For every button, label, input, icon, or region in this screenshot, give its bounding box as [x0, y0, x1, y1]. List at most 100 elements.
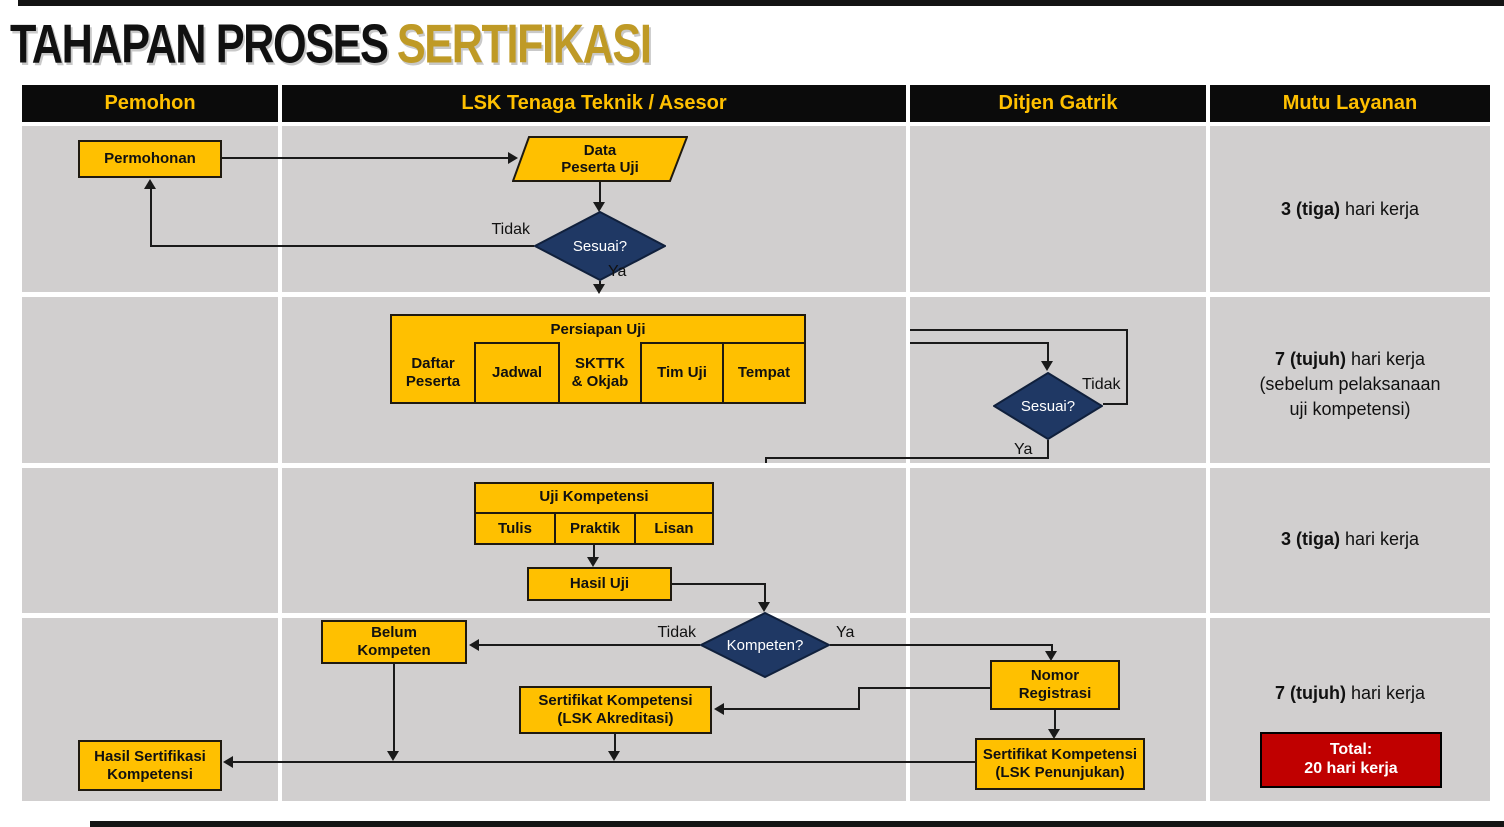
connector-ya3-right [830, 644, 1052, 646]
connector-into-sesuai2-down [1047, 342, 1049, 362]
label-ya-2: Ya [1014, 441, 1033, 458]
connector-ya3-down [1051, 644, 1053, 653]
arrowhead-into-sesuai1 [593, 202, 605, 212]
mutu-row2-text: 7 (tujuh) hari kerja (sebelum pelaksanaa… [1215, 347, 1485, 422]
node-decision-sesuai-2: Sesuai? [993, 372, 1103, 440]
title-black: TAHAPAN PROSES [10, 13, 389, 75]
node-persiapan-uji-title: Persiapan Uji [550, 321, 646, 339]
node-total-hari-kerja: Total: 20 hari kerja [1260, 732, 1442, 788]
node-lisan: Lisan [634, 512, 714, 545]
arrowhead-into-kompeten [758, 602, 770, 612]
connector-uji-to-hasil [593, 545, 595, 558]
mutu-row4-bold: 7 (tujuh) [1274, 683, 1346, 703]
mutu-row3-text: 3 (tiga) hari kerja [1215, 527, 1485, 552]
arrowhead-akreditasi-merge [608, 751, 620, 761]
connector-tidak1-return [150, 245, 534, 247]
mutu-row1-text: 3 (tiga) hari kerja [1215, 197, 1485, 222]
header-ditjen-gatrik: Ditjen Gatrik [910, 85, 1206, 122]
lane-row2-pemohon [22, 297, 278, 463]
node-decision-kompeten: Kompeten? [700, 612, 830, 678]
connector-into-sesuai2 [910, 342, 1049, 344]
label-tidak-3: Tidak [657, 624, 696, 641]
header-lsk: LSK Tenaga Teknik / Asesor [282, 85, 906, 122]
connector-belum-kompeten-down [393, 664, 395, 752]
lane-row3-pemohon [22, 468, 278, 613]
mutu-row3-rest: hari kerja [1339, 529, 1420, 549]
lane-row3-ditjen [910, 468, 1206, 613]
label-ya-3: Ya [836, 624, 855, 641]
arrowhead-belum-kompeten-merge [387, 751, 399, 761]
connector-registrasi-to-penunjukan [1054, 710, 1056, 730]
connector-akreditasi-down [614, 734, 616, 752]
diamond-shape [993, 372, 1103, 440]
label-tidak-1: Tidak [491, 221, 530, 238]
bottom-border-bar [90, 821, 1504, 827]
connector-tidak2-side [1126, 329, 1128, 405]
mutu-row2-line3: uji kompetensi) [1289, 399, 1411, 419]
arrowhead-into-hasil-sertifikasi [223, 756, 233, 768]
connector-tidak2-stub [1103, 403, 1128, 405]
connector-tidak1-up [150, 188, 152, 247]
connector-hasil-right [672, 583, 766, 585]
diamond-shape [534, 211, 666, 281]
node-decision-sesuai-1: Sesuai? [534, 211, 666, 281]
header-mutu-layanan: Mutu Layanan [1210, 85, 1490, 122]
mutu-row4-rest: hari kerja [1345, 683, 1425, 703]
mutu-row2-rest: hari kerja [1345, 349, 1425, 369]
node-tempat: Tempat [722, 342, 806, 404]
mutu-row1-rest: hari kerja [1339, 199, 1420, 219]
connector-ya2-down [1047, 440, 1049, 459]
mutu-row4-text: 7 (tujuh) hari kerja [1215, 681, 1485, 706]
arrowhead-into-nomor-registrasi [1045, 651, 1057, 661]
node-tim-uji: Tim Uji [640, 342, 724, 404]
node-daftar-peserta: Daftar Peserta [405, 355, 461, 390]
node-uji-kompetensi-title: Uji Kompetensi [539, 488, 649, 506]
connector-registrasi-left [858, 687, 990, 689]
title-gold: SERTIFIKASI [396, 13, 652, 75]
lane-row3-mutu [1210, 468, 1490, 613]
connector-ya2-left [765, 457, 1049, 459]
node-praktik: Praktik [554, 512, 636, 545]
node-decision-sesuai-1-label: Sesuai? [572, 237, 628, 255]
mutu-row1-bold: 3 (tiga) [1280, 199, 1340, 219]
node-nomor-registrasi: Nomor Registrasi [990, 660, 1120, 710]
node-decision-sesuai-2-label: Sesuai? [1020, 397, 1076, 415]
connector-tidak2-top [910, 329, 1128, 331]
node-jadwal: Jadwal [474, 342, 560, 404]
label-ya-1: Ya [608, 263, 627, 280]
arrowhead-into-permohonan [144, 179, 156, 189]
lane-row2-mutu [1210, 297, 1490, 463]
connector-ya1-down [599, 281, 601, 285]
connector-hasil-down [764, 583, 766, 603]
node-data-peserta-uji-label: Data Peserta Uji [561, 142, 639, 176]
arrowhead-into-belum-kompeten [469, 639, 479, 651]
lane-row1-ditjen [910, 126, 1206, 292]
node-hasil-uji: Hasil Uji [527, 567, 672, 601]
connector-tidak3-left [478, 644, 700, 646]
mutu-row2-line1: 7 (tujuh) hari kerja [1215, 347, 1485, 372]
arrowhead-into-akreditasi [714, 703, 724, 715]
node-sertifikat-akreditasi: Sertifikat Kompetensi (LSK Akreditasi) [519, 686, 712, 734]
connector-registrasi-step [858, 687, 860, 710]
header-pemohon: Pemohon [22, 85, 278, 122]
lane-row1-mutu [1210, 126, 1490, 292]
mutu-row3-bold: 3 (tiga) [1280, 529, 1340, 549]
node-belum-kompeten: Belum Kompeten [321, 620, 467, 664]
node-skttk-okjab: SKTTK & Okjab [571, 355, 629, 390]
diamond-shape [700, 612, 830, 678]
node-data-peserta-uji: Data Peserta Uji [512, 136, 688, 182]
arrowhead-ya1 [593, 284, 605, 294]
arrowhead-into-data-peserta [508, 152, 518, 164]
node-permohonan: Permohonan [78, 140, 222, 178]
parallelogram-shape [512, 136, 688, 182]
label-tidak-2: Tidak [1082, 376, 1121, 393]
connector-ya2-stub [765, 457, 767, 463]
arrowhead-into-hasil-uji [587, 557, 599, 567]
connector-to-hasil-sertifikasi [232, 761, 975, 763]
connector-into-akreditasi [723, 708, 860, 710]
connector-permohonan-to-data [222, 157, 508, 159]
node-decision-kompeten-label: Kompeten? [726, 636, 804, 654]
node-hasil-sertifikasi: Hasil Sertifikasi Kompetensi [78, 740, 222, 791]
